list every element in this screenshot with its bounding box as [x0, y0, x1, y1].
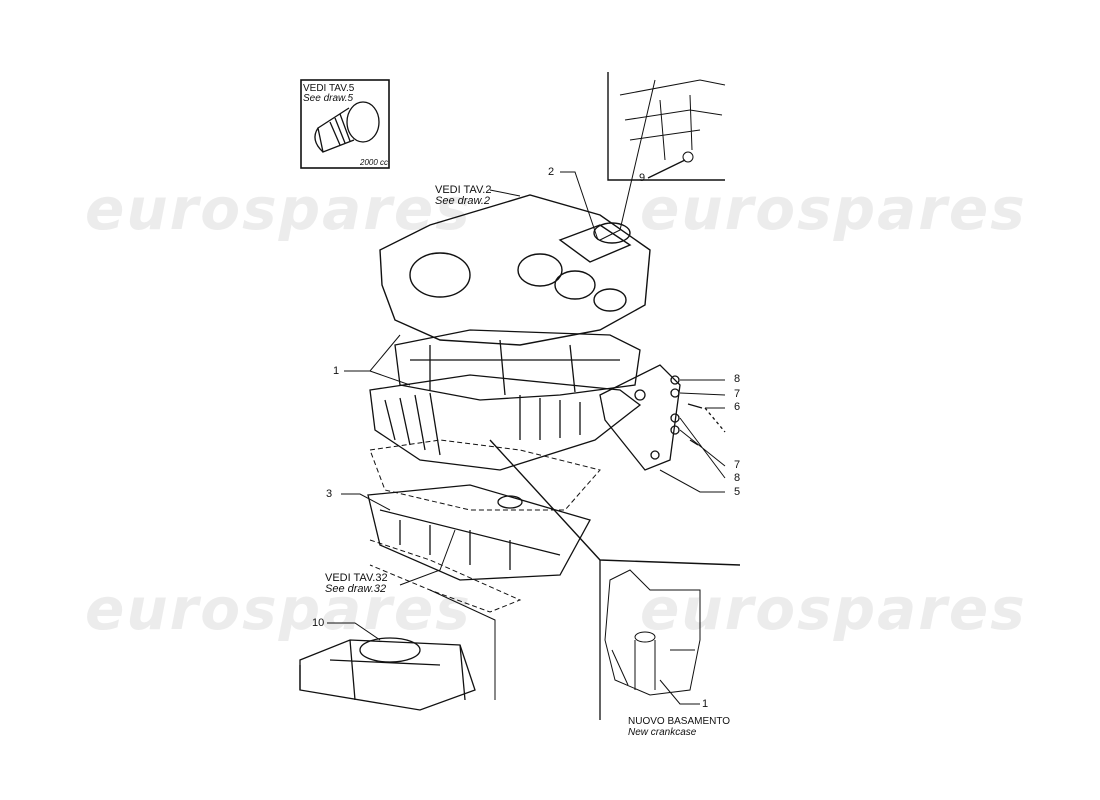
callout-9: 9: [639, 172, 646, 184]
leader-lines: [327, 79, 726, 705]
oil-pan-part: [367, 439, 601, 613]
reference-label: VEDI TAV.32: [325, 572, 388, 584]
watermark: eurospares: [640, 575, 1027, 643]
crankcase-block: [379, 194, 651, 346]
callout-10: 10: [312, 617, 325, 629]
callout-6: 6: [734, 401, 741, 413]
inset-title: NUOVO BASAMENTO: [628, 716, 731, 727]
inset-title-en: New crankcase: [628, 727, 697, 738]
oil-tray-part-10: [299, 637, 476, 711]
new-crankcase-part: [604, 569, 701, 696]
inset-note: 2000 cc.: [360, 158, 391, 167]
reference-label-en: See draw.32: [325, 583, 387, 595]
detail-bracket-part: [619, 79, 726, 163]
callout-1: 1: [702, 698, 709, 710]
washers-bolts: [670, 375, 726, 446]
watermark: eurospares: [640, 175, 1027, 243]
bedplate-part: [394, 329, 641, 401]
callout-5: 5: [734, 486, 741, 498]
leader-line: [647, 159, 686, 179]
callout-7: 7: [734, 388, 741, 400]
watermark: eurospares: [85, 575, 472, 643]
callout-7: 7: [734, 459, 741, 471]
inset-ref-en: See draw.5: [303, 93, 354, 104]
callout-8: 8: [734, 472, 741, 484]
callout-8: 8: [734, 373, 741, 385]
reference-label: VEDI TAV.2: [435, 184, 492, 196]
callout-2: 2: [548, 166, 555, 178]
reference-label-en: See draw.2: [435, 195, 491, 207]
engine-mount-bracket-part: [599, 364, 681, 471]
cylinder-liner-part: [314, 101, 380, 153]
sump-upper-part: [369, 374, 642, 471]
callout-3: 3: [326, 488, 333, 500]
inset-frame-detail: [607, 72, 725, 181]
inset-ref: VEDI TAV.5: [303, 83, 355, 94]
watermark: eurospares: [85, 175, 472, 243]
callout-1: 1: [333, 365, 340, 377]
inset-frame-cylinder-liner: [300, 79, 390, 169]
